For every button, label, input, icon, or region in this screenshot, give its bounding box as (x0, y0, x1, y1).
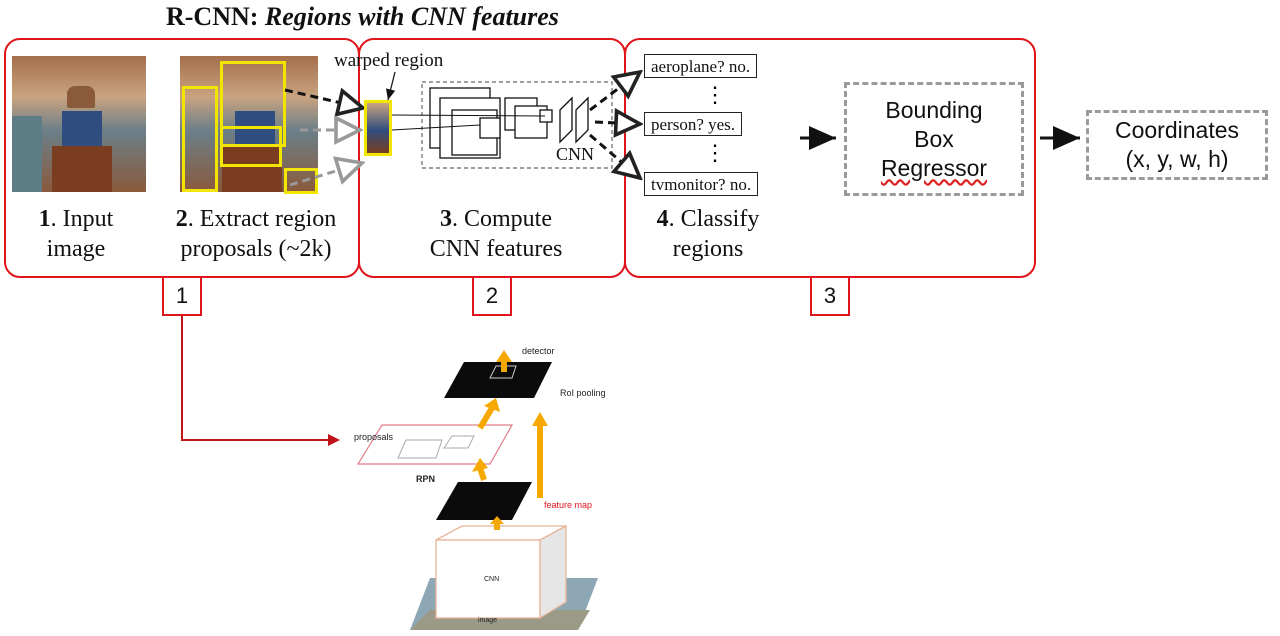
label-roi-pooling: RoI pooling (560, 388, 606, 398)
warped-region-label: warped region (334, 50, 444, 71)
label-proposals: proposals (354, 432, 394, 442)
connector-line (181, 316, 330, 441)
caption-classify-regions: 4. Classify regions (656, 206, 760, 262)
roi-pooling-plane (444, 362, 552, 398)
caption-input-image: 1. Input image (38, 206, 114, 262)
warped-region-thumbnail (364, 100, 392, 156)
arrow-feature-roi-head-icon (532, 412, 548, 426)
coordinates-output: Coordinates (x, y, w, h) (1086, 110, 1268, 180)
class-tvmonitor: tvmonitor? no. (644, 172, 759, 196)
class-person: person? yes. (644, 112, 743, 136)
diagram-title: R-CNN: Regions with CNN features (166, 2, 559, 32)
arrow-rpn-head-icon (472, 458, 488, 472)
arrow-up-head-icon (490, 516, 504, 524)
cnn-layer-4 (479, 117, 501, 139)
proposal-box-d (284, 168, 318, 194)
cnn-container (421, 81, 613, 169)
photo-fence-detail (12, 116, 42, 192)
photo-horse-detail (52, 146, 112, 192)
dashed-arrow-icon-3 (289, 163, 362, 187)
class-aeroplane: aeroplane? no. (644, 54, 758, 78)
region-proposals-thumbnail (180, 56, 318, 194)
arrow-up-icon (494, 520, 500, 530)
faster-rcnn-diagram (356, 350, 598, 630)
title-bold: R-CNN: (166, 2, 259, 31)
stage-marker-3: 3 (810, 276, 850, 316)
connector-arrowhead-icon (328, 434, 340, 446)
cnn-projection-2 (391, 114, 546, 117)
regressor-line1: Bounding (885, 96, 983, 123)
arrow-rpn-icon (477, 467, 487, 481)
stage-marker-1: 1 (162, 276, 202, 316)
proposal-box-a (220, 61, 286, 147)
warped-pointer-icon (385, 71, 396, 101)
cnn-fc-1 (559, 96, 573, 144)
output-line2: (x, y, w, h) (1125, 146, 1229, 172)
cnn-fc-2 (575, 96, 589, 144)
label-detector: detector (522, 346, 555, 356)
regressor-line2: Box (914, 125, 954, 152)
arrow-proposals-roi-icon (477, 406, 495, 430)
vertical-dots-1: ⋮ (704, 82, 726, 107)
cnn-label: CNN (556, 144, 595, 164)
input-image-thumbnail (12, 56, 146, 192)
photo-hat-detail (67, 86, 95, 108)
feature-map-plane (436, 482, 532, 520)
proposal-rect-1 (397, 439, 443, 459)
stage-marker-2: 2 (472, 276, 512, 316)
label-cnn-small: CNN (484, 576, 500, 583)
output-line1: Coordinates (1114, 117, 1240, 143)
regressor-line3: Regressor (880, 154, 988, 181)
dashed-arrow-icon-5 (594, 122, 640, 124)
proposal-box-b (182, 86, 218, 192)
cnn-box-side (539, 524, 567, 620)
roi-rect-1 (489, 365, 517, 379)
arrow-detector-head-icon (496, 350, 512, 362)
photo-horse-detail-2 (222, 146, 282, 192)
photo-shirt-detail (62, 111, 102, 151)
proposals-plane (356, 424, 514, 465)
caption-compute-features: 3. Compute CNN features (429, 206, 563, 262)
cnn-box-front (435, 539, 541, 619)
label-image: image (478, 617, 498, 624)
bounding-box-regressor: Bounding Box Regressor (844, 82, 1024, 196)
cnn-projection-1 (391, 124, 481, 131)
caption-extract-proposals: 2. Extract region proposals (~2k) (175, 206, 337, 262)
dashed-arrow-icon-4 (589, 72, 640, 112)
dashed-arrow-icon (284, 90, 363, 108)
label-rpn: RPN (416, 474, 436, 484)
arrow-proposals-roi-head-icon (484, 398, 500, 412)
proposal-rect-2 (443, 435, 475, 449)
title-italic: Regions with CNN features (264, 2, 559, 31)
label-feature-map: feature map (544, 500, 593, 510)
vertical-dots-2: ⋮ (704, 140, 726, 165)
dashed-arrow-icon-6 (589, 133, 640, 178)
proposal-box-c (220, 126, 282, 167)
